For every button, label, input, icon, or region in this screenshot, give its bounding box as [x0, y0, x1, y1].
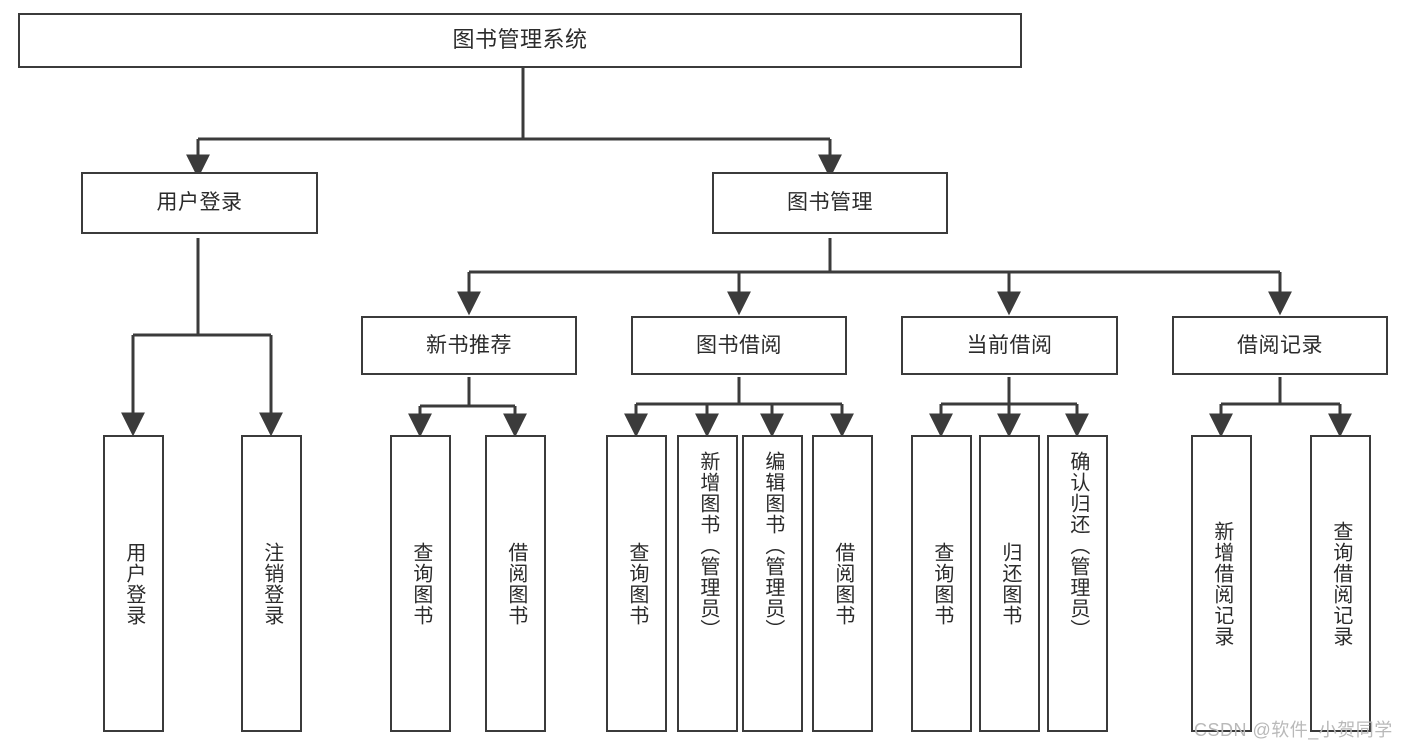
node-label: 新增借阅记录	[1210, 520, 1233, 647]
node-label: 查询图书	[409, 541, 432, 626]
node-leaf-nbr-query[interactable]: 查询图书	[390, 435, 451, 732]
node-book-manage[interactable]: 图书管理	[712, 172, 948, 234]
node-label: 图书管理	[787, 191, 873, 215]
node-leaf-user-logout[interactable]: 注销登录	[241, 435, 302, 732]
node-leaf-bb-add[interactable]: 新增图书（管理员）	[677, 435, 738, 732]
node-label: 图书借阅	[696, 333, 782, 357]
node-current-borrow[interactable]: 当前借阅	[901, 316, 1118, 375]
node-leaf-cb-confirm[interactable]: 确认归还（管理员）	[1047, 435, 1108, 732]
node-leaf-br-query[interactable]: 查询借阅记录	[1310, 435, 1371, 732]
node-user-login[interactable]: 用户登录	[81, 172, 318, 234]
node-label: 注销登录	[260, 541, 283, 626]
node-label: 编辑图书（管理员）	[761, 451, 784, 640]
node-label: 用户登录	[156, 191, 243, 215]
node-label: 用户登录	[122, 541, 145, 626]
node-label: 新书推荐	[426, 333, 512, 357]
node-label: 借阅图书	[504, 541, 527, 626]
node-borrow-record[interactable]: 借阅记录	[1172, 316, 1388, 375]
node-label: 确认归还（管理员）	[1066, 451, 1089, 640]
node-new-book-recommend[interactable]: 新书推荐	[361, 316, 577, 375]
csdn-watermark: CSDN @软件_小贺同学	[1194, 720, 1393, 740]
node-leaf-bb-borrow[interactable]: 借阅图书	[812, 435, 873, 732]
node-label: 图书管理系统	[452, 27, 588, 53]
node-label: 查询图书	[625, 541, 648, 626]
node-leaf-bb-query[interactable]: 查询图书	[606, 435, 667, 732]
node-leaf-bb-edit[interactable]: 编辑图书（管理员）	[742, 435, 803, 732]
node-label: 新增图书（管理员）	[696, 451, 719, 640]
node-label: 归还图书	[998, 541, 1021, 626]
node-leaf-user-login[interactable]: 用户登录	[103, 435, 164, 732]
node-label: 当前借阅	[966, 333, 1053, 357]
node-label: 借阅图书	[831, 541, 854, 626]
node-label: 查询图书	[930, 541, 953, 626]
node-book-borrow[interactable]: 图书借阅	[631, 316, 847, 375]
node-leaf-nbr-borrow[interactable]: 借阅图书	[485, 435, 546, 732]
node-label: 查询借阅记录	[1329, 520, 1352, 647]
node-leaf-cb-query[interactable]: 查询图书	[911, 435, 972, 732]
node-label: 借阅记录	[1237, 333, 1323, 357]
node-leaf-br-add[interactable]: 新增借阅记录	[1191, 435, 1252, 732]
node-root-system[interactable]: 图书管理系统	[18, 13, 1022, 68]
node-leaf-cb-return[interactable]: 归还图书	[979, 435, 1040, 732]
